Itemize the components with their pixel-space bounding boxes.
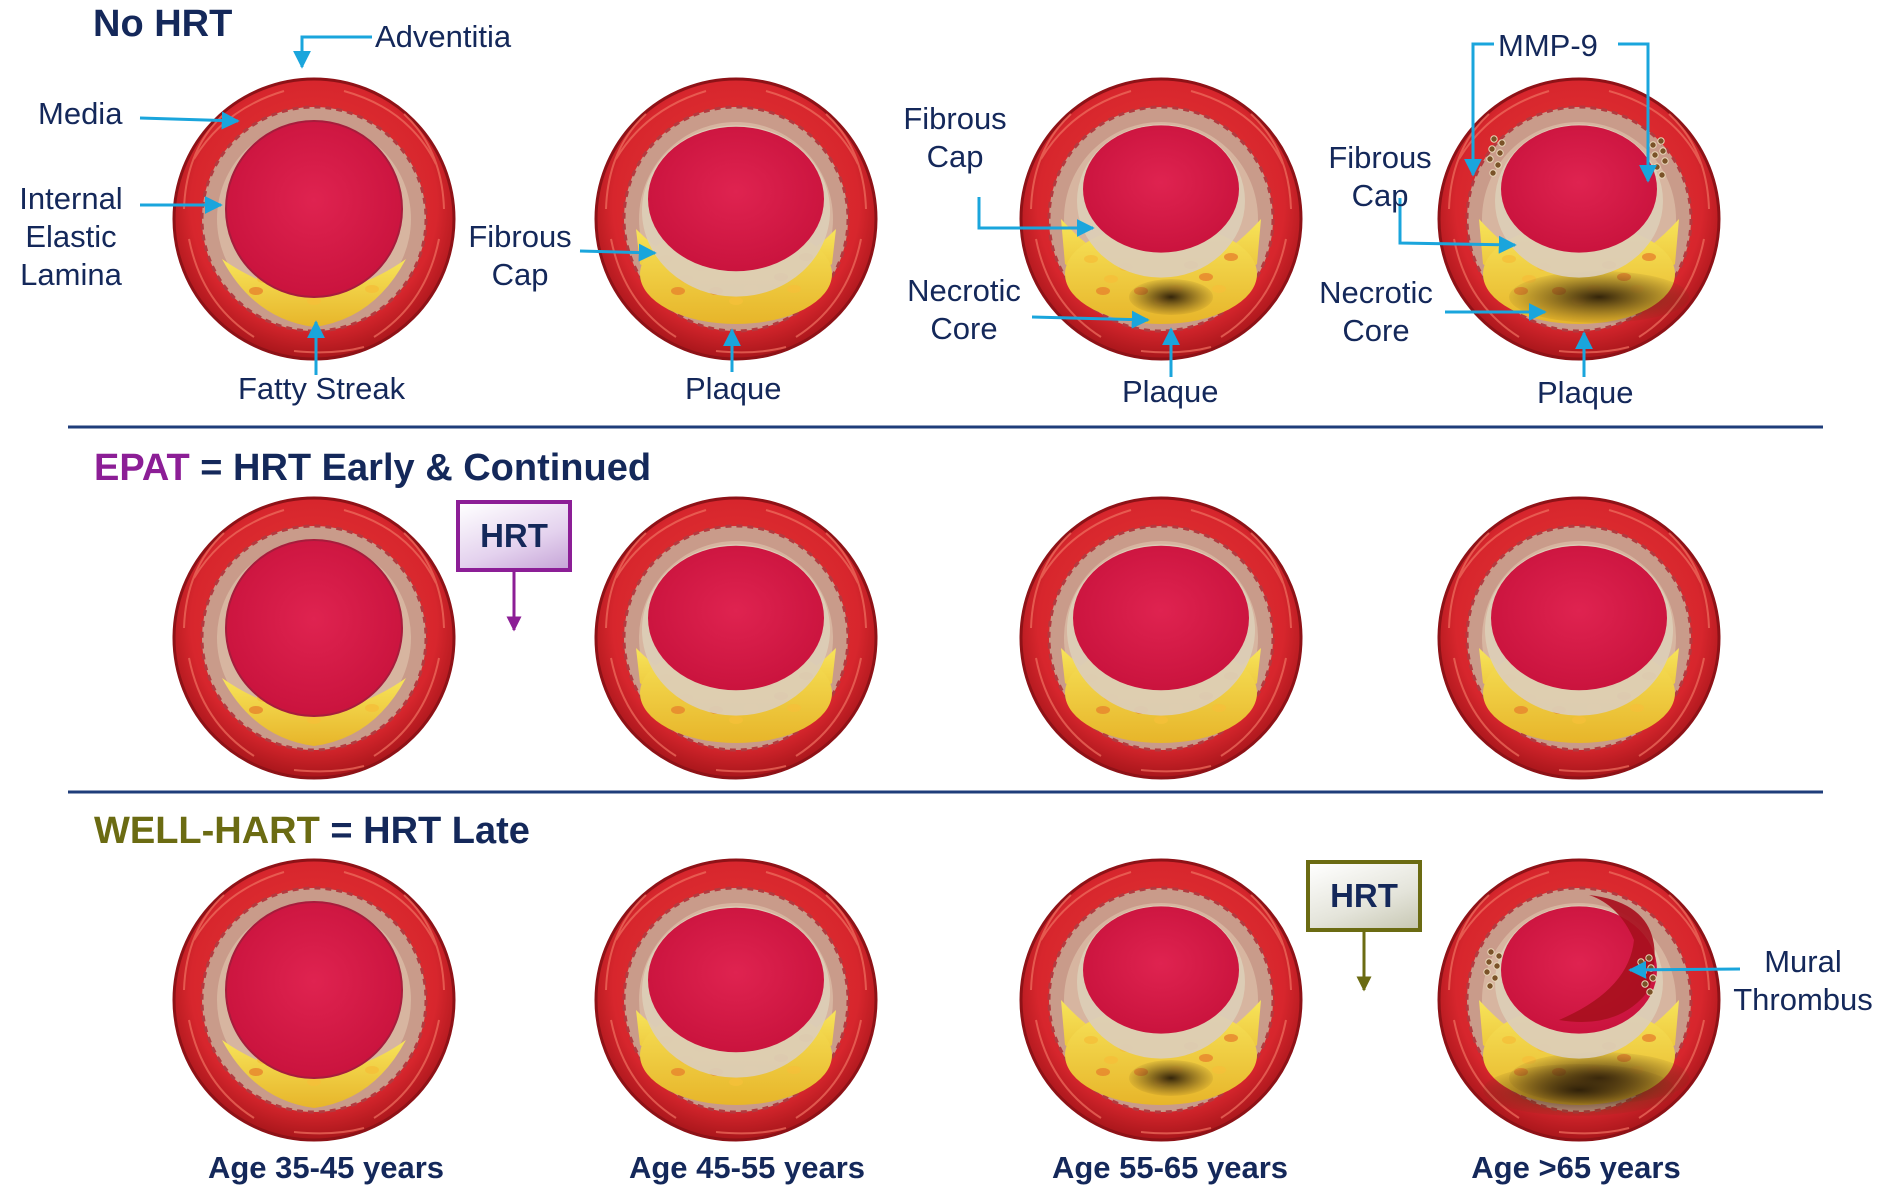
label-adventitia: Adventitia — [375, 18, 511, 56]
artery-cross-section — [1021, 860, 1301, 1140]
label-line: Cap — [1321, 177, 1439, 215]
label-line: Cap — [895, 138, 1015, 176]
label-plaque-3: Plaque — [1122, 373, 1219, 411]
label-line: Necrotic — [1308, 274, 1444, 312]
artery-cross-section — [174, 498, 454, 778]
label-line: Cap — [462, 256, 578, 294]
label-plaque-2: Plaque — [685, 370, 782, 408]
artery-cross-section — [1439, 498, 1719, 778]
label-line: Core — [1308, 312, 1444, 350]
artery-cross-section — [1021, 498, 1301, 778]
row-title-epat: EPAT = HRT Early & Continued — [94, 447, 651, 490]
epat-description: = HRT Early & Continued — [190, 447, 651, 489]
label-media: Media — [38, 95, 122, 133]
age-label-1: Age 35-45 years — [146, 1150, 506, 1186]
label-fibrous-cap-2: Fibrous Cap — [462, 218, 578, 294]
label-line: Core — [896, 310, 1032, 348]
epat-name: EPAT — [94, 447, 190, 489]
artery-cross-section — [596, 860, 876, 1140]
label-plaque-4: Plaque — [1537, 374, 1634, 412]
row-title-well-hart: WELL-HART = HRT Late — [94, 810, 530, 853]
artery-cross-section — [1439, 79, 1719, 359]
label-internal-elastic-lamina: Internal Elastic Lamina — [6, 180, 136, 294]
hrt-box-well-hart: HRT — [1306, 860, 1422, 932]
label-necrotic-core-3: Necrotic Core — [896, 272, 1032, 348]
label-line: Fibrous — [462, 218, 578, 256]
hrt-box-epat: HRT — [456, 500, 572, 572]
well-hart-name: WELL-HART — [94, 810, 320, 852]
artery-cross-section — [1439, 860, 1719, 1140]
label-line: Fibrous — [895, 100, 1015, 138]
label-line: Lamina — [6, 256, 136, 294]
age-label-4: Age >65 years — [1396, 1150, 1756, 1186]
label-mural-thrombus: Mural Thrombus — [1722, 943, 1884, 1019]
label-fatty-streak: Fatty Streak — [238, 370, 405, 408]
well-hart-description: = HRT Late — [320, 810, 530, 852]
label-fibrous-cap-4: Fibrous Cap — [1321, 139, 1439, 215]
row-title-no-hrt: No HRT — [93, 3, 232, 46]
label-line: Necrotic — [896, 272, 1032, 310]
artery-cross-section — [596, 498, 876, 778]
artery-cross-section — [596, 79, 876, 359]
label-line: Internal — [6, 180, 136, 218]
label-necrotic-core-4: Necrotic Core — [1308, 274, 1444, 350]
label-line: Thrombus — [1722, 981, 1884, 1019]
label-fibrous-cap-3: Fibrous Cap — [895, 100, 1015, 176]
label-line: Fibrous — [1321, 139, 1439, 177]
age-label-2: Age 45-55 years — [567, 1150, 927, 1186]
label-mmp9: MMP-9 — [1498, 27, 1598, 65]
artery-cross-section — [174, 860, 454, 1140]
label-line: Elastic — [6, 218, 136, 256]
age-label-3: Age 55-65 years — [990, 1150, 1350, 1186]
label-line: Mural — [1722, 943, 1884, 981]
